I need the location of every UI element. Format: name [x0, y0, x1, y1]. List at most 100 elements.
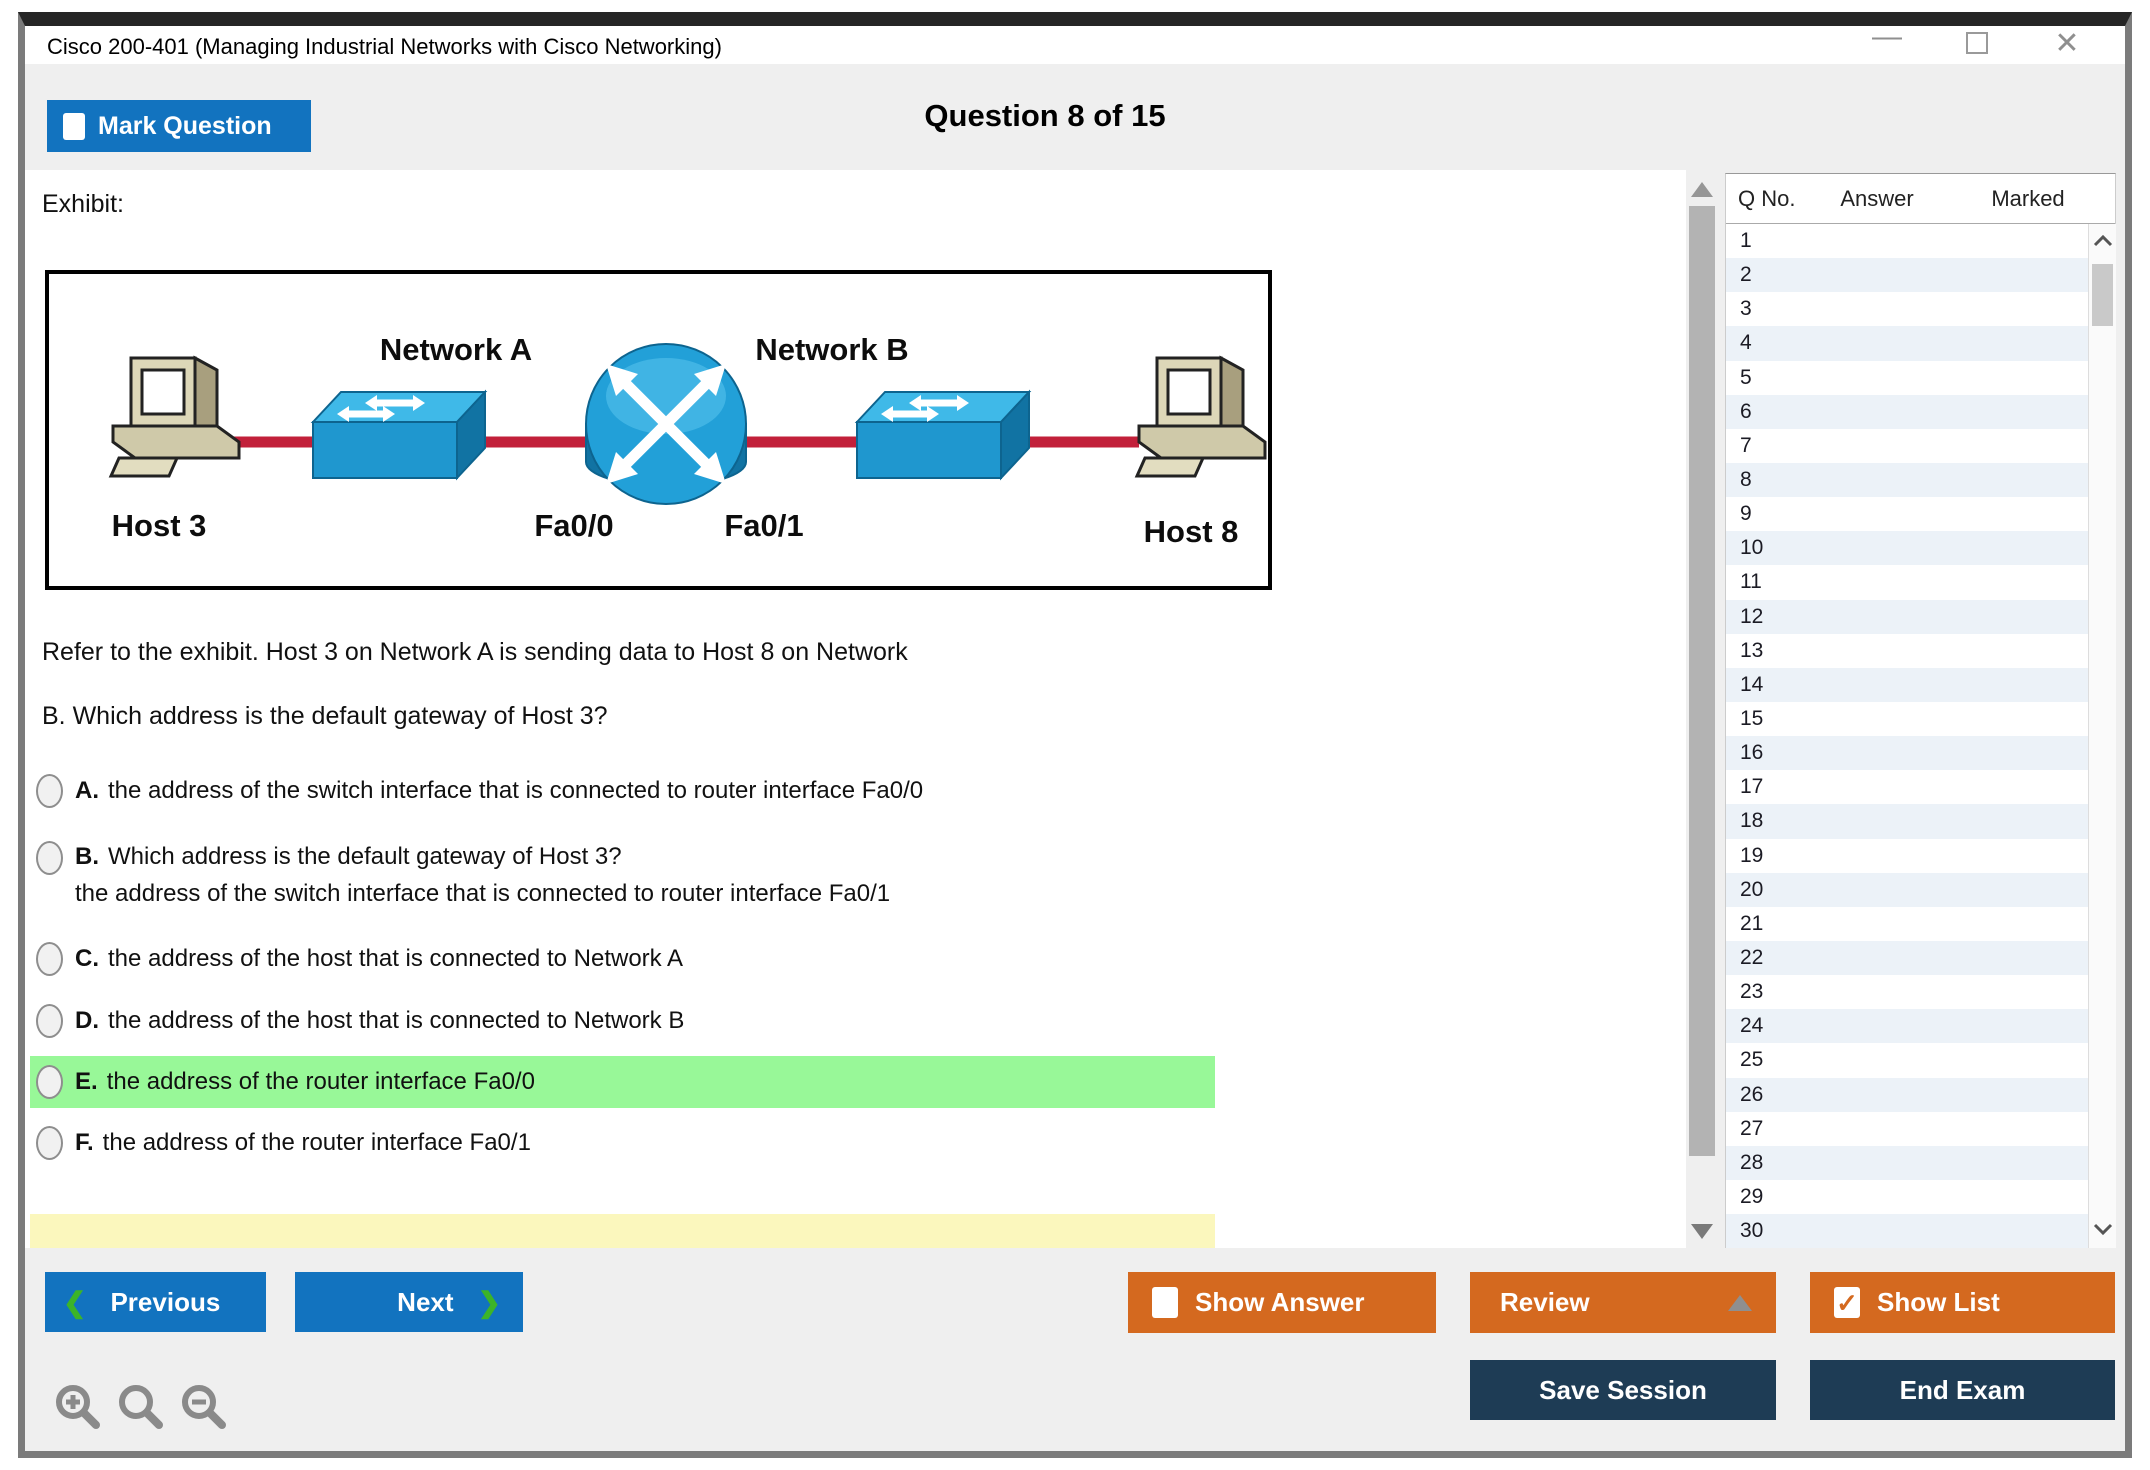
question-number: 27	[1740, 1116, 1764, 1140]
next-button[interactable]: Next ❯	[295, 1272, 523, 1332]
mark-question-button[interactable]: Mark Question	[47, 100, 311, 152]
question-list-row[interactable]: 22	[1726, 940, 2088, 976]
maximize-icon[interactable]	[1960, 26, 1994, 60]
option-b-text: Which address is the default gateway of …	[108, 843, 622, 870]
mark-question-checkbox[interactable]	[63, 112, 85, 140]
question-list-row[interactable]: 18	[1726, 804, 2088, 839]
question-list-row[interactable]: 9	[1726, 497, 2088, 532]
question-list-row[interactable]: 20	[1726, 872, 2088, 907]
host8-label: Host 8	[1144, 514, 1239, 549]
question-list-row[interactable]: 23	[1726, 975, 2088, 1010]
option-e-radio[interactable]	[36, 1065, 63, 1099]
show-answer-button[interactable]: Show Answer	[1128, 1272, 1436, 1333]
question-list-row[interactable]: 10	[1726, 531, 2088, 566]
question-list-row[interactable]: 7	[1726, 428, 2088, 463]
question-list-row[interactable]: 8	[1726, 462, 2088, 498]
title-bar: Cisco 200-401 (Managing Industrial Netwo…	[25, 20, 2125, 64]
zoom-reset-icon[interactable]	[116, 1382, 166, 1434]
question-number: 18	[1740, 809, 1764, 833]
question-list-row[interactable]: 30	[1726, 1214, 2088, 1249]
option-e-highlighted[interactable]: E.the address of the router interface Fa…	[30, 1056, 1215, 1108]
header-strip: Mark Question Question 8 of 15	[25, 64, 2125, 170]
save-session-label: Save Session	[1539, 1374, 1707, 1405]
question-list-row[interactable]: 29	[1726, 1179, 2088, 1215]
option-a-letter: A.	[75, 777, 99, 804]
exhibit-label: Exhibit:	[42, 190, 124, 218]
question-list-row[interactable]: 4	[1726, 326, 2088, 361]
question-number: 11	[1740, 570, 1762, 594]
question-list-row[interactable]: 13	[1726, 633, 2088, 668]
question-number: 4	[1740, 331, 1752, 355]
list-scroll-up-icon[interactable]	[2093, 234, 2113, 248]
option-d-radio[interactable]	[36, 1004, 63, 1038]
question-list-row[interactable]: 5	[1726, 360, 2088, 395]
question-list-row[interactable]: 11	[1726, 565, 2088, 600]
question-list-row[interactable]: 21	[1726, 906, 2088, 941]
question-list-scrollbar[interactable]	[2088, 224, 2116, 1248]
question-number: 9	[1740, 502, 1752, 526]
list-scrollbar-thumb[interactable]	[2092, 264, 2113, 326]
list-scroll-down-icon[interactable]	[2093, 1222, 2113, 1236]
question-list-row[interactable]: 2	[1726, 258, 2088, 293]
question-list-row[interactable]: 1	[1726, 224, 2088, 259]
chevron-left-icon: ❮	[63, 1286, 87, 1318]
question-number: 24	[1740, 1014, 1764, 1038]
question-list-row[interactable]: 16	[1726, 736, 2088, 771]
save-session-button[interactable]: Save Session	[1470, 1360, 1776, 1420]
question-panel-scrollbar[interactable]	[1686, 170, 1718, 1248]
option-b[interactable]: B.Which address is the default gateway o…	[30, 838, 1215, 914]
question-list-row[interactable]: 24	[1726, 1009, 2088, 1044]
router-icon	[586, 344, 746, 504]
network-b-label: Network B	[755, 332, 908, 367]
question-text-line1: Refer to the exhibit. Host 3 on Network …	[42, 638, 908, 666]
question-list-row[interactable]: 28	[1726, 1145, 2088, 1180]
option-f[interactable]: F.the address of the router interface Fa…	[30, 1122, 1215, 1164]
option-a[interactable]: A.the address of the switch interface th…	[30, 770, 1215, 812]
show-answer-label: Show Answer	[1195, 1287, 1365, 1317]
zoom-controls	[53, 1382, 229, 1434]
zoom-out-icon[interactable]	[179, 1382, 229, 1434]
question-list-row[interactable]: 3	[1726, 292, 2088, 327]
option-a-radio[interactable]	[36, 774, 63, 808]
question-number: 28	[1740, 1150, 1764, 1174]
question-list-row[interactable]: 26	[1726, 1077, 2088, 1112]
option-c-letter: C.	[75, 945, 99, 972]
question-list-row[interactable]: 27	[1726, 1111, 2088, 1146]
option-c[interactable]: C.the address of the host that is connec…	[30, 938, 1215, 980]
close-icon[interactable]: ✕	[2054, 26, 2080, 60]
question-number: 30	[1740, 1219, 1764, 1243]
question-list-row[interactable]: 25	[1726, 1043, 2088, 1078]
scroll-up-arrow-icon[interactable]	[1691, 182, 1713, 197]
fa0-0-label: Fa0/0	[534, 508, 613, 543]
mark-question-label: Mark Question	[98, 111, 272, 140]
maximize-box	[1966, 32, 1988, 54]
next-label: Next	[397, 1286, 454, 1317]
review-button[interactable]: Review	[1470, 1272, 1776, 1333]
option-d[interactable]: D.the address of the host that is connec…	[30, 1000, 1215, 1042]
zoom-in-icon[interactable]	[53, 1382, 103, 1434]
end-exam-button[interactable]: End Exam	[1810, 1360, 2115, 1420]
question-list-row[interactable]: 17	[1726, 770, 2088, 805]
question-list-row[interactable]: 15	[1726, 701, 2088, 737]
question-list-row[interactable]: 14	[1726, 667, 2088, 702]
question-number: 1	[1740, 229, 1752, 253]
question-panel: Exhibit:	[25, 170, 1686, 1248]
show-list-checkbox[interactable]: ✓	[1834, 1287, 1860, 1318]
scroll-down-arrow-icon[interactable]	[1691, 1224, 1713, 1239]
question-list-row[interactable]: 6	[1726, 394, 2088, 429]
switch-b-icon	[856, 391, 1030, 479]
show-answer-checkbox[interactable]	[1152, 1287, 1178, 1318]
option-b-radio[interactable]	[36, 841, 63, 875]
exhibit-diagram: Network A Network B Fa0/0 Fa0/1 Host 3 H…	[45, 270, 1272, 590]
option-d-text: the address of the host that is connecte…	[108, 1007, 685, 1034]
previous-button[interactable]: ❮ Previous	[45, 1272, 266, 1332]
option-f-radio[interactable]	[36, 1126, 63, 1160]
minimize-icon[interactable]: —	[1872, 20, 1902, 53]
host3-icon	[109, 356, 241, 478]
option-c-radio[interactable]	[36, 942, 63, 976]
scrollbar-thumb[interactable]	[1689, 206, 1715, 1156]
question-list-row[interactable]: 12	[1726, 599, 2088, 634]
show-list-button[interactable]: ✓ Show List	[1810, 1272, 2115, 1333]
question-list-row[interactable]: 19	[1726, 838, 2088, 873]
